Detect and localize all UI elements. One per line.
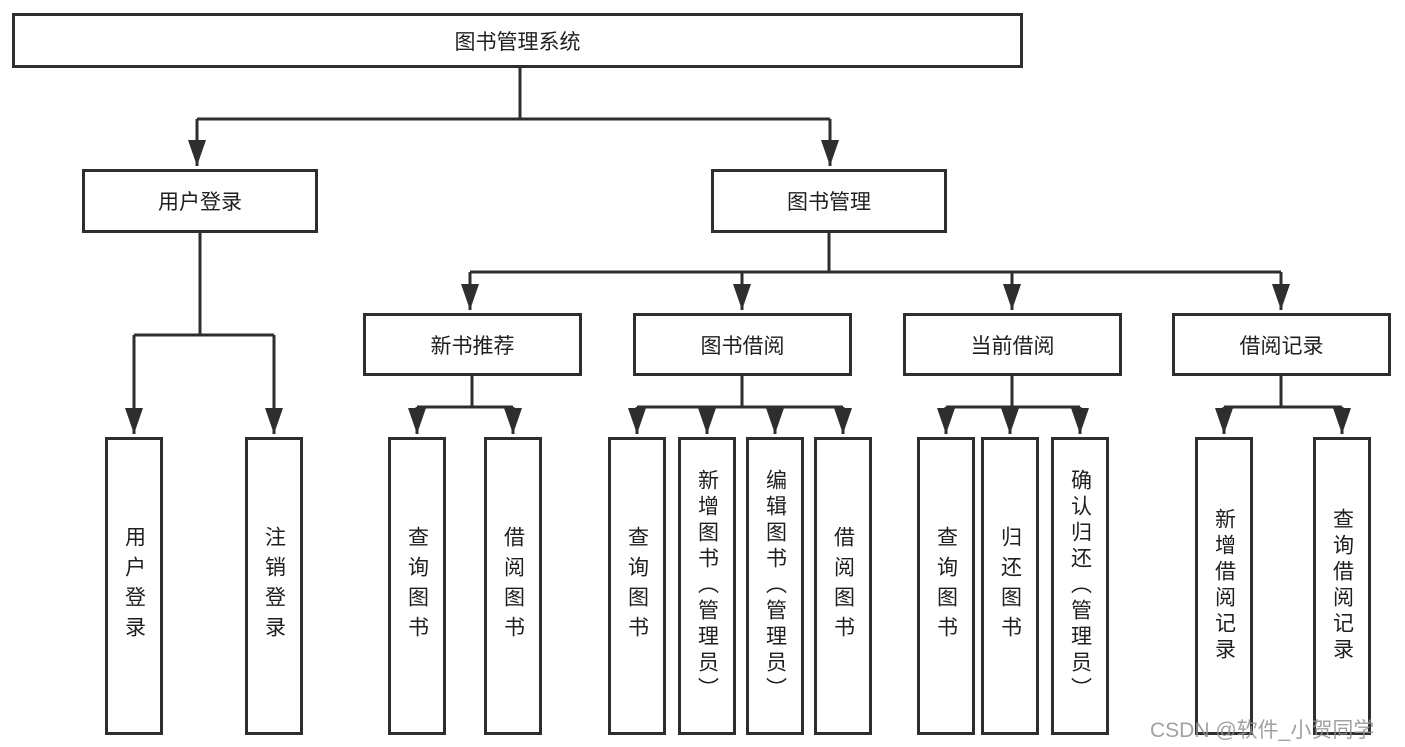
node-label: 编辑图书（管理员） [763, 469, 787, 703]
leaf-logout-login: 注销登录 [245, 437, 303, 735]
leaf-edit-books-admin: 编辑图书（管理员） [746, 437, 804, 735]
node-label: 查询借阅记录 [1330, 508, 1354, 664]
node-label: 确认归还（管理员） [1068, 469, 1092, 703]
node-label: 查询图书 [625, 526, 649, 646]
node-current-borrow: 当前借阅 [903, 313, 1122, 376]
leaf-return-books: 归还图书 [981, 437, 1039, 735]
node-library-management-system: 图书管理系统 [12, 13, 1023, 68]
node-label: 新书推荐 [430, 334, 515, 358]
node-label: 注销登录 [262, 526, 286, 646]
leaf-add-borrow-record: 新增借阅记录 [1195, 437, 1253, 735]
node-label: 用户登录 [122, 526, 146, 646]
node-user-login: 用户登录 [82, 169, 318, 233]
node-borrow-records: 借阅记录 [1172, 313, 1391, 376]
node-label: 图书管理 [787, 191, 871, 214]
leaf-confirm-return-admin: 确认归还（管理员） [1051, 437, 1109, 735]
leaf-user-login: 用户登录 [105, 437, 163, 735]
leaf-query-borrow-record: 查询借阅记录 [1313, 437, 1371, 735]
leaf-borrow-books: 借阅图书 [814, 437, 872, 735]
node-label: 查询图书 [934, 526, 958, 646]
node-label: 图书借阅 [700, 334, 785, 358]
node-label: 查询图书 [405, 526, 429, 646]
node-book-management: 图书管理 [711, 169, 947, 233]
node-label: 借阅记录 [1239, 334, 1324, 358]
node-label: 当前借阅 [970, 334, 1055, 358]
node-label: 用户登录 [158, 191, 242, 214]
leaf-add-books-admin: 新增图书（管理员） [678, 437, 736, 735]
node-label: 归还图书 [998, 526, 1022, 646]
node-label: 新增借阅记录 [1212, 508, 1236, 664]
node-book-borrow: 图书借阅 [633, 313, 852, 376]
node-new-book-recommend: 新书推荐 [363, 313, 582, 376]
leaf-query-books-borrow: 查询图书 [608, 437, 666, 735]
leaf-query-books-current: 查询图书 [917, 437, 975, 735]
node-label: 新增图书（管理员） [695, 469, 719, 703]
leaf-borrow-books-recommend: 借阅图书 [484, 437, 542, 735]
leaf-query-books-recommend: 查询图书 [388, 437, 446, 735]
node-label: 图书管理系统 [454, 30, 581, 54]
node-label: 借阅图书 [831, 526, 855, 646]
node-label: 借阅图书 [501, 526, 525, 646]
csdn-watermark: CSDN @软件_小贺同学 [1150, 719, 1375, 742]
